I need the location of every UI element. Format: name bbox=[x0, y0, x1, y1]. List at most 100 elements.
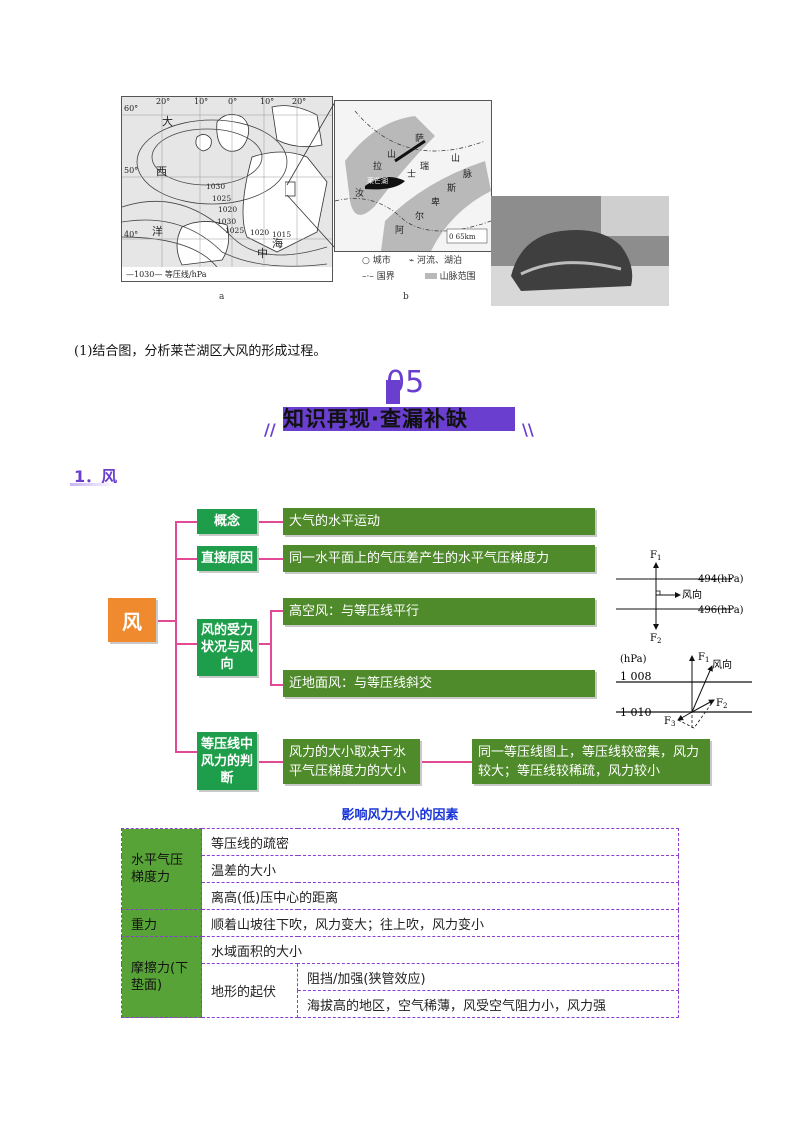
surface-wind-text: 近地面风：与等压线斜交 bbox=[283, 670, 595, 697]
lon-label: 20° bbox=[292, 97, 306, 106]
isobar-label: 1030 bbox=[217, 217, 236, 226]
judge-label: 等压线中风力的判断 bbox=[197, 732, 257, 790]
table-cell: 等压线的疏密 bbox=[201, 828, 679, 856]
surface-force-diagram: (hPa) 1 008 1 010 F1 风向 F2 F3 bbox=[616, 652, 752, 729]
isobar-label: 1030 bbox=[206, 182, 225, 191]
section-slash-right: \\ bbox=[522, 420, 534, 439]
table-cell: 阻挡/加强(狭管效应) bbox=[297, 963, 679, 991]
cause-text: 同一水平面上的气压差产生的水平气压梯度力 bbox=[283, 545, 595, 572]
heading-wind: 1．风 bbox=[74, 467, 118, 486]
table-cell: 温差的大小 bbox=[201, 855, 679, 883]
table-row: 地形的起伏 阻挡/加强(狭管效应) bbox=[122, 963, 679, 1018]
map-label: 山 bbox=[451, 153, 460, 164]
connector-force bbox=[175, 643, 197, 645]
connector-judge bbox=[175, 751, 197, 753]
lat-label: 50° bbox=[124, 166, 138, 175]
row-header-gravity: 重力 bbox=[121, 909, 202, 937]
isobar-label: 1020 bbox=[218, 205, 237, 214]
legend-city: ○ 城市 bbox=[362, 256, 391, 266]
connector-concept bbox=[175, 521, 197, 523]
figure-a-caption: a bbox=[219, 292, 225, 302]
zoom-connector bbox=[285, 101, 336, 249]
isobar-label: 1025 bbox=[212, 194, 231, 203]
concept-label: 概念 bbox=[197, 509, 257, 534]
scale-bar: 0 65km bbox=[449, 233, 476, 241]
heading-underline bbox=[70, 483, 118, 486]
unit-label: (hPa) bbox=[620, 654, 647, 665]
figure-b-caption: b bbox=[403, 292, 409, 302]
map-label: 瑞 bbox=[420, 160, 429, 172]
legend-border: –·– 国界 bbox=[362, 272, 395, 282]
wind-direction-label: 风向 bbox=[712, 658, 732, 671]
isobar-map: 20° 10° 0° 10° 20° 60° 50° 40° 大 西 洋 中 海… bbox=[121, 97, 332, 281]
question-text: (1)结合图，分析莱芒湖区大风的形成过程。 bbox=[74, 344, 327, 359]
cause-label: 直接原因 bbox=[197, 546, 257, 571]
lon-label: 0° bbox=[228, 97, 237, 106]
map-figure-b: 莱芒湖 萨 瑞 士 拉 山 汝 阿 尔 卑 斯 脉 山 0 65km bbox=[334, 100, 492, 252]
table-title: 影响风力大小的因素 bbox=[341, 808, 459, 823]
connector-cause-text bbox=[257, 558, 283, 560]
map-label: 莱芒湖 bbox=[367, 176, 388, 185]
isobar-legend: —1030— 等压线/hPa bbox=[126, 269, 207, 279]
isobar-lower-label: 496(hPa) bbox=[698, 605, 744, 616]
connector-force-split bbox=[257, 643, 271, 645]
section-number: 05 bbox=[386, 365, 425, 400]
table-row: 水平气压梯度力 等压线的疏密 bbox=[121, 828, 679, 910]
map-label: 汝 bbox=[355, 187, 364, 199]
legend-mountain: 山脉范围 bbox=[424, 269, 476, 282]
force-f3-arrow bbox=[677, 711, 693, 721]
section-title-bar bbox=[283, 407, 515, 431]
wind-direction-label: 风向 bbox=[682, 588, 702, 601]
connector-trunk bbox=[175, 521, 177, 752]
wind-root-node: 风 bbox=[108, 598, 156, 642]
isobar-1010-label: 1 010 bbox=[620, 706, 652, 719]
place-label: 大 bbox=[162, 114, 173, 128]
connector-high bbox=[270, 610, 283, 612]
connector-low bbox=[270, 684, 283, 686]
map-label: 斯 bbox=[447, 182, 456, 194]
map-label: 拉 bbox=[373, 160, 382, 172]
force-f2-arrow bbox=[691, 699, 715, 713]
frozen-car-photo bbox=[491, 196, 669, 306]
map-label: 脉 bbox=[463, 168, 472, 180]
isobar-upper-label: 494(hPa) bbox=[698, 574, 744, 585]
isobar-label: 1025 bbox=[225, 226, 244, 235]
connector-concept-text bbox=[257, 521, 283, 523]
map-label: 卑 bbox=[431, 196, 440, 208]
table-row: 海拔高的地区，空气稀薄，风受空气阻力小，风力强 bbox=[122, 990, 679, 1018]
section-title: 知识再现·查漏补缺 bbox=[283, 407, 468, 431]
wind-factors-table: 水平气压梯度力 等压线的疏密 温差的大小 离高(低)压中心的距离 重力 顺着山坡… bbox=[121, 828, 679, 1018]
connector-judge-text bbox=[257, 761, 283, 763]
judge-detail-text: 同一等压线图上，等压线较密集，风力较大；等压线较稀疏，风力较小 bbox=[472, 739, 710, 784]
force-label: 风的受力状况与风向 bbox=[197, 619, 257, 676]
table-cell: 海拔高的地区，空气稀薄，风受空气阻力小，风力强 bbox=[297, 990, 679, 1018]
table-cell: 顺着山坡往下吹，风力变大；往上吹，风力变小 bbox=[201, 909, 679, 937]
map-label: 阿 bbox=[395, 225, 404, 236]
place-label: 西 bbox=[156, 165, 167, 178]
place-label: 中 bbox=[257, 247, 268, 260]
f2-label: F2 bbox=[716, 698, 727, 710]
map-label: 山 bbox=[387, 149, 396, 160]
photo-image bbox=[491, 196, 669, 306]
f2-label: F2 bbox=[650, 633, 661, 645]
table-row: 温差的大小 bbox=[122, 855, 679, 883]
isobar-label: 1020 bbox=[250, 228, 269, 237]
lon-label: 10° bbox=[194, 97, 208, 106]
connector-cause bbox=[175, 558, 197, 560]
place-label: 海 bbox=[272, 236, 283, 250]
high-altitude-wind-text: 高空风：与等压线平行 bbox=[283, 598, 595, 625]
table-row: 摩擦力(下垫面) 水域面积的大小 bbox=[121, 936, 679, 1018]
f1-label: F1 bbox=[698, 652, 709, 664]
map-label: 萨 bbox=[415, 133, 424, 144]
section-slash-left: // bbox=[264, 420, 276, 439]
isobar-1008-label: 1 008 bbox=[620, 670, 652, 683]
lon-label: 10° bbox=[260, 97, 274, 106]
lat-label: 60° bbox=[124, 104, 138, 113]
legend-river: ⌁ 河流、湖泊 bbox=[408, 256, 463, 266]
table-row: 离高(低)压中心的距离 bbox=[122, 882, 679, 910]
figure-b-legend: ○ 城市 ⌁ 河流、湖泊 –·– 国界 山脉范围 bbox=[334, 250, 490, 282]
judge-text: 风力的大小取决于水平气压梯度力的大小 bbox=[283, 739, 420, 784]
place-label: 洋 bbox=[152, 224, 163, 238]
connector-judge-detail bbox=[420, 761, 472, 763]
high-altitude-force-diagram: F1 F2 494(hPa) 496(hPa) 风向 bbox=[616, 550, 744, 645]
